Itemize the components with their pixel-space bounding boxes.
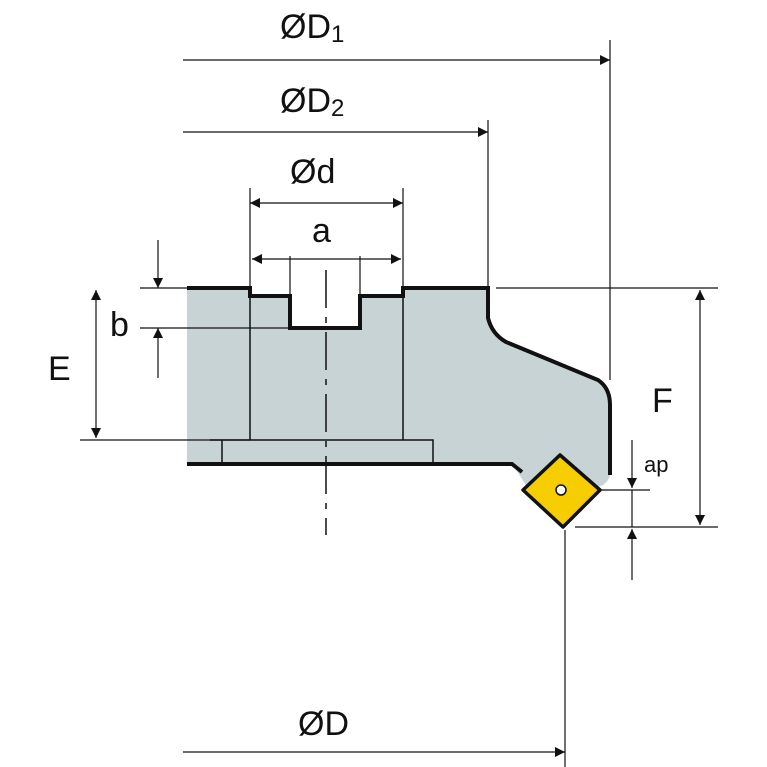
square-cutting-insert-icon — [521, 453, 602, 529]
label-b: b — [110, 306, 129, 344]
cutter-profile-bottom — [187, 462, 524, 474]
extension-lines — [80, 40, 718, 767]
label-D2: ØD2 — [280, 82, 344, 122]
label-a: a — [312, 212, 331, 250]
label-E: E — [48, 350, 71, 388]
cutter-profile-top — [187, 286, 612, 475]
label-d: Ød — [290, 153, 335, 191]
label-D: ØD — [298, 705, 349, 743]
label-D1: ØD1 — [280, 8, 344, 48]
label-F: F — [652, 382, 673, 420]
label-ap: ap — [644, 452, 668, 477]
